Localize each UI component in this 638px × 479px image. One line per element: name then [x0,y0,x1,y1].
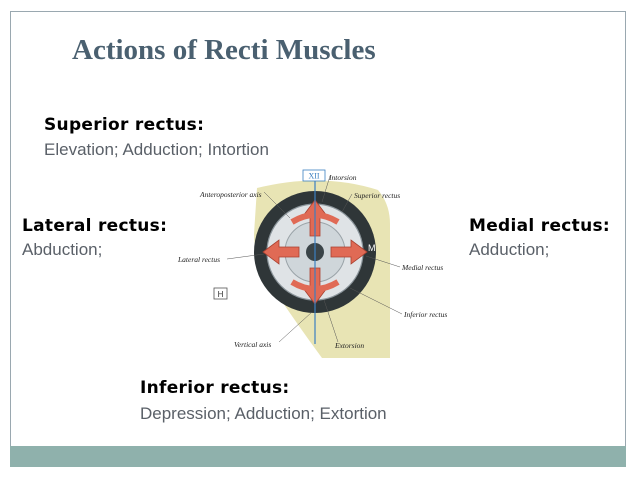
lateral-rectus-heading: Lateral rectus: [22,216,167,236]
inferior-rectus-actions: Depression; Adduction; Extortion [140,404,387,424]
xii-label: XII [308,172,319,181]
h-label: H [218,290,224,299]
superior-rectus-actions: Elevation; Adduction; Intortion [44,140,269,160]
intorsion-label: Intorsion [328,173,357,182]
superior-rectus-heading: Superior rectus: [44,115,204,135]
superior-rectus-label: Superior rectus [354,191,400,200]
extorsion-label: Extorsion [334,341,364,350]
inferior-rectus-label: Inferior rectus [403,310,447,319]
anteroposterior-axis-label: Anteroposterior axis [199,190,262,199]
inferior-rectus-heading: Inferior rectus: [140,378,289,398]
medial-rectus-heading: Medial rectus: [469,216,610,236]
medial-rectus-label: Medial rectus [401,263,443,272]
lateral-rectus-label: Lateral rectus [177,255,220,264]
m-label: M [368,243,376,253]
vertical-axis-label: Vertical axis [234,340,271,349]
lateral-rectus-actions: Abduction; [22,240,102,260]
eye-muscle-diagram: XII H Anteroposterior axis Intorsion Sup… [172,164,462,358]
l-label: L [241,243,246,253]
slide-title: Actions of Recti Muscles [72,34,376,67]
medial-rectus-actions: Adduction; [469,240,549,260]
footer-band [10,446,626,467]
